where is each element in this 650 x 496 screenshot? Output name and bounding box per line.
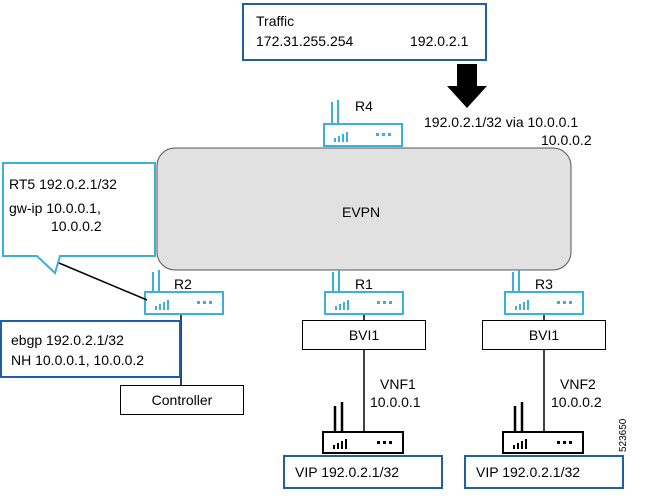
vip-right-box — [464, 455, 624, 489]
route-line-2: 10.0.0.2 — [541, 132, 592, 148]
router-r1-icon — [324, 270, 404, 315]
evpn-cloud — [156, 147, 572, 271]
rt5-line-2: gw-ip 10.0.0.1, — [9, 200, 101, 216]
route-line-1: 192.0.2.1/32 via 10.0.0.1 — [424, 114, 579, 130]
vnf2-ip: 10.0.0.2 — [551, 394, 602, 410]
ebgp-box — [0, 320, 181, 378]
vnf1-ip: 10.0.0.1 — [370, 394, 421, 410]
traffic-arrow-icon — [447, 64, 487, 108]
router-r2-icon — [144, 270, 224, 315]
controller-box: Controller — [120, 385, 244, 415]
vip-left-label: VIP 192.0.2.1/32 — [295, 464, 400, 480]
router-r1-label: R1 — [355, 276, 373, 292]
router-r4-icon — [323, 100, 403, 147]
bvi1-right-box: BVI1 — [482, 320, 606, 350]
traffic-source: 172.31.255.254 — [256, 33, 354, 49]
router-r3-label: R3 — [535, 276, 553, 292]
router-r2-label: R2 — [174, 276, 192, 292]
bvi1-left-box: BVI1 — [302, 320, 426, 350]
traffic-destination: 192.0.2.1 — [410, 33, 469, 49]
vnf1-device-icon — [322, 402, 404, 454]
traffic-box — [242, 3, 487, 61]
router-r3-icon — [504, 270, 584, 315]
vnf2-device-icon — [502, 402, 584, 454]
evpn-label: EVPN — [342, 204, 381, 220]
vnf2-name: VNF2 — [560, 376, 596, 392]
rt5-line-1: RT5 192.0.2.1/32 — [9, 176, 117, 192]
vip-right-label: VIP 192.0.2.1/32 — [476, 464, 581, 480]
rt5-line-3: 10.0.0.2 — [51, 218, 102, 234]
rt5-callout-shape — [2, 162, 156, 275]
traffic-title: Traffic — [256, 13, 295, 29]
ebgp-line-1: ebgp 192.0.2.1/32 — [11, 332, 124, 348]
vnf1-name: VNF1 — [380, 376, 416, 392]
figure-id: 523650 — [618, 418, 629, 452]
router-r4-label: R4 — [355, 98, 373, 114]
ebgp-line-2: NH 10.0.0.1, 10.0.0.2 — [11, 352, 145, 368]
vip-left-box — [283, 455, 443, 489]
